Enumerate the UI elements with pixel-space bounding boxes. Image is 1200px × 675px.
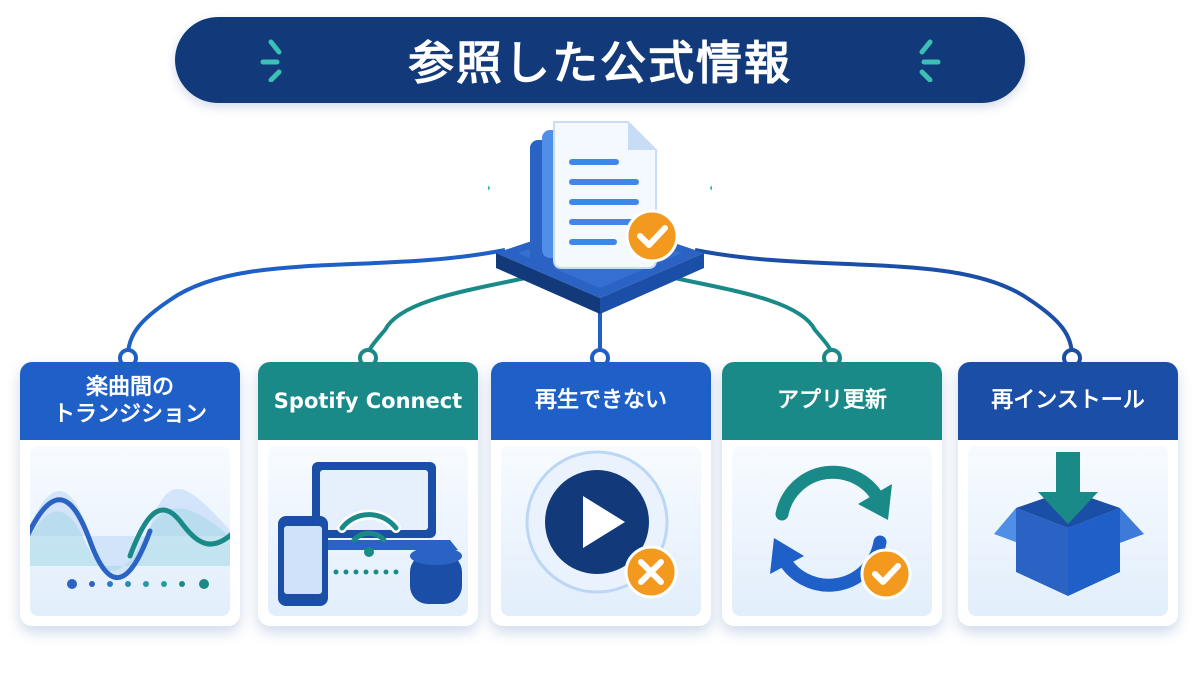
card-illustration — [30, 446, 230, 616]
devices-wifi-icon — [278, 462, 462, 606]
card-label: Spotify Connect — [273, 388, 463, 413]
card-label: アプリ更新 — [776, 388, 887, 414]
card-header: 楽曲間の トランジション — [20, 362, 240, 440]
sparkle-right-icon — [919, 39, 941, 82]
card-header: Spotify Connect — [258, 362, 478, 440]
card-illustration — [732, 446, 932, 616]
refresh-check-icon — [770, 465, 912, 600]
card-spotify-connect[interactable]: Spotify Connect — [258, 362, 478, 626]
card-transition[interactable]: 楽曲間の トランジション — [20, 362, 240, 626]
sparkle-left-icon — [260, 39, 282, 82]
card-label: 楽曲間の — [85, 374, 174, 400]
card-label: 再生できない — [534, 388, 667, 414]
card-illustration — [968, 446, 1168, 616]
card-illustration — [501, 446, 701, 616]
card-label-line2: トランジション — [52, 402, 207, 427]
page-title: 参照した公式情報 — [408, 36, 792, 90]
card-illustration — [268, 446, 468, 616]
card-label: 再インストール — [991, 388, 1145, 414]
card-header: 再インストール — [958, 362, 1178, 440]
download-box-icon — [994, 452, 1144, 596]
title-banner: 参照した公式情報 — [175, 17, 1025, 103]
waveform-icon — [30, 489, 230, 589]
card-header: 再生できない — [491, 362, 711, 440]
document-check-icon — [488, 121, 712, 314]
play-error-icon — [525, 450, 678, 599]
card-app-update[interactable]: アプリ更新 — [722, 362, 942, 626]
card-reinstall[interactable]: 再インストール — [958, 362, 1178, 626]
card-cannot-play[interactable]: 再生できない — [491, 362, 711, 626]
card-header: アプリ更新 — [722, 362, 942, 440]
